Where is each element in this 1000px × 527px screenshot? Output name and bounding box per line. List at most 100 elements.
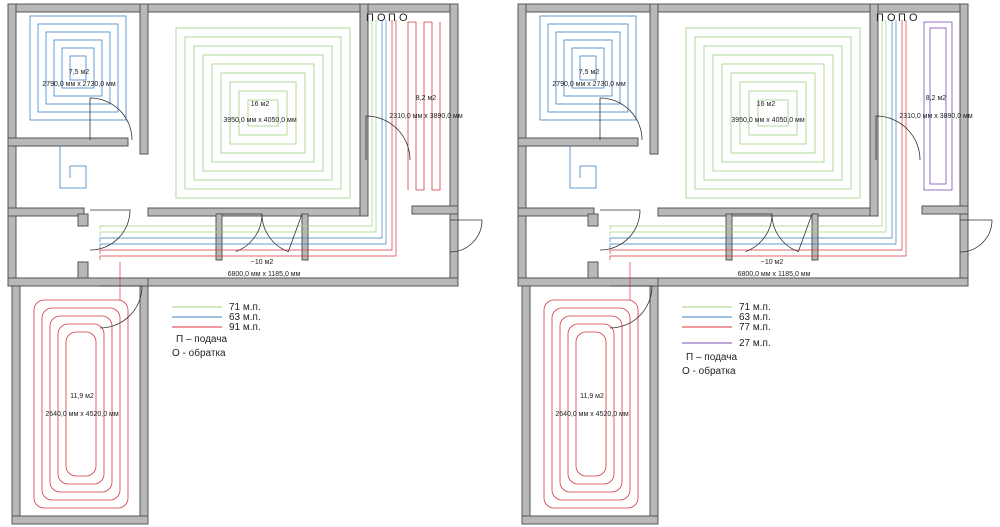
door-kitchen (365, 115, 411, 161)
pipe-bedroom-blue (37, 23, 119, 113)
pipe-kitchen-red (407, 21, 441, 191)
labels-left: 7,5 м2 2790,0 мм x 2730,0 мм 16 м2 3950,… (42, 12, 463, 418)
wall-segment (517, 207, 595, 217)
door-kitchen (875, 115, 921, 161)
legend-text-blue: 63 м.п. (229, 312, 261, 323)
wall-segment (7, 207, 85, 217)
living-area: 16 м2 (251, 101, 270, 108)
manifold-label-4: О (909, 12, 918, 24)
manifold-label-2: О (887, 12, 896, 24)
wall-segment (77, 213, 89, 227)
bedroom-area: 7,5 м2 (69, 69, 89, 76)
wall-segment (517, 3, 969, 13)
wall-segment (139, 3, 149, 155)
door-living-right (261, 213, 303, 253)
wall-segment (449, 3, 459, 287)
legend-text-red: 91 м.п. (229, 322, 261, 333)
pipe-living-green (229, 81, 297, 145)
note-supply: П – подача (176, 334, 227, 345)
wall-segment (649, 285, 659, 523)
wall-segment (725, 213, 733, 261)
wall-segment (215, 213, 223, 261)
pipe-bedroom-blue (571, 47, 605, 89)
wall-segment (517, 137, 639, 147)
wall-segment (657, 277, 969, 287)
pipe-feed-line (99, 20, 387, 248)
pipe-living-green (202, 54, 324, 172)
door-bedroom (599, 97, 643, 141)
pipe-feed-line (609, 20, 907, 260)
wall-segment (649, 3, 659, 155)
manifold-label-3: П (388, 12, 396, 24)
pipe-living-green (703, 45, 843, 181)
wall-segment (811, 213, 819, 261)
pipe-bigroom-red (551, 307, 631, 501)
legend-text-red: 77 м.п. (739, 322, 771, 333)
manifold-label-1: П (876, 12, 884, 24)
living-area: 16 м2 (757, 101, 776, 108)
manifold-label-3: П (898, 12, 906, 24)
pipes-right (539, 15, 953, 509)
hall-dims: 6800,0 мм x 1185,0 мм (228, 271, 301, 278)
pipes-left (29, 15, 441, 509)
pipe-feed-line (609, 20, 887, 236)
wall-segment (77, 261, 89, 279)
pipe-bigroom-red (65, 331, 97, 477)
pipe-bedroom-blue (53, 39, 103, 97)
pipe-feed-line (99, 20, 397, 260)
pipe-living-green (721, 63, 825, 163)
kitchen-dims: 2310,0 мм x 3890,0 мм (899, 113, 973, 120)
door-bath (89, 209, 131, 251)
door-entry (959, 219, 993, 253)
pipe-feed-line (609, 20, 883, 230)
door-bigroom (99, 285, 143, 329)
bedroom-dims: 2790,0 мм x 2730,0 мм (42, 81, 116, 88)
hall-area: ~10 м2 (251, 259, 274, 266)
kitchen-dims: 2310,0 мм x 3890,0 мм (389, 113, 463, 120)
walls-right (517, 3, 969, 525)
manifold-label-2: О (377, 12, 386, 24)
wall-segment (7, 277, 149, 287)
kitchen-area: 8,2 м2 (416, 95, 436, 102)
wall-segment (921, 205, 969, 215)
wall-segment (521, 515, 659, 525)
pipe-living-green (757, 99, 789, 127)
pipe-feed-line (99, 20, 383, 242)
pipe-living-green (730, 72, 816, 154)
doors-left (89, 97, 483, 329)
pipe-bath-blue (59, 146, 87, 189)
pipe-feed-line (609, 20, 893, 242)
wall-segment (301, 213, 309, 261)
kitchen-area: 8,2 м2 (926, 95, 946, 102)
pipe-bedroom-blue (563, 39, 613, 97)
big-room-dims: 2640,0 мм x 4520,0 мм (45, 411, 119, 418)
pipe-feed-line (609, 20, 897, 248)
pipe-bedroom-blue (69, 55, 87, 81)
pipe-bigroom-red (41, 307, 121, 501)
doors-right (599, 97, 993, 329)
pipe-living-green (694, 36, 852, 190)
wall-segment (147, 207, 367, 217)
wall-segment (959, 3, 969, 287)
pipe-living-green (193, 45, 333, 181)
pipe-bedroom-blue (539, 15, 637, 121)
big-room-area: 11,9 м2 (70, 393, 94, 400)
big-room-area: 11,9 м2 (580, 393, 604, 400)
wall-segment (7, 3, 459, 13)
labels-right: 7,5 м2 2790,0 мм x 2730,0 мм 16 м2 3950,… (552, 12, 973, 418)
legend-text-purple: 27 м.п. (739, 338, 771, 349)
pipe-bedroom-blue (45, 31, 111, 105)
pipe-living-green (739, 81, 807, 145)
manifold-label-4: О (399, 12, 408, 24)
plan-right: 7,5 м2 2790,0 мм x 2730,0 мм 16 м2 3950,… (517, 3, 993, 525)
legend-text-blue: 63 м.п. (739, 312, 771, 323)
living-dims: 3950,0 мм x 4050,0 мм (731, 117, 805, 124)
pipe-bedroom-blue (555, 31, 621, 105)
door-living-right (771, 213, 813, 253)
wall-segment (147, 277, 459, 287)
pipe-feed-line (99, 20, 373, 230)
wall-segment (411, 205, 459, 215)
pipe-living-green (247, 99, 279, 127)
